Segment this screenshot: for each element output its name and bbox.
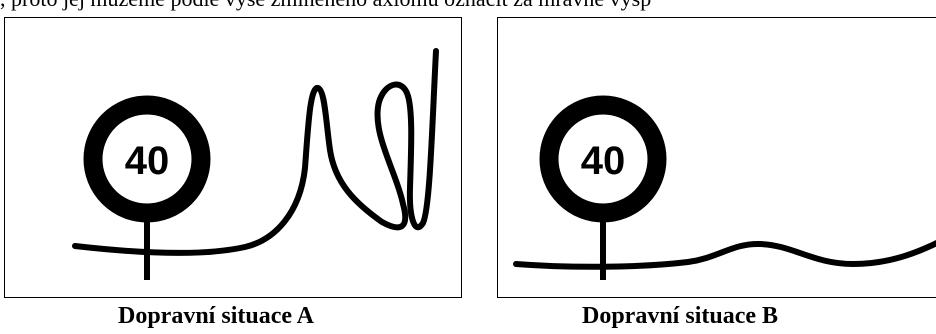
road-scene-a: 40 [72, 48, 439, 280]
illustration-panel-a: 40 [4, 17, 462, 298]
illustration-panel-b: 40 [497, 17, 936, 298]
speed-limit-value: 40 [581, 139, 626, 183]
road-scene-b: 40 [513, 95, 936, 280]
caption-situation-b: Dopravní situace B [582, 303, 779, 329]
caption-situation-a: Dopravní situace A [118, 303, 315, 329]
paragraph-text-fragment: , proto jej můžeme podle výše zmíněného … [0, 0, 936, 12]
gentle-road-line [513, 240, 936, 270]
speed-limit-value: 40 [125, 139, 170, 183]
winding-road-line [72, 48, 439, 256]
speed-limit-sign-ring [539, 95, 667, 223]
speed-limit-sign-ring [83, 95, 211, 223]
